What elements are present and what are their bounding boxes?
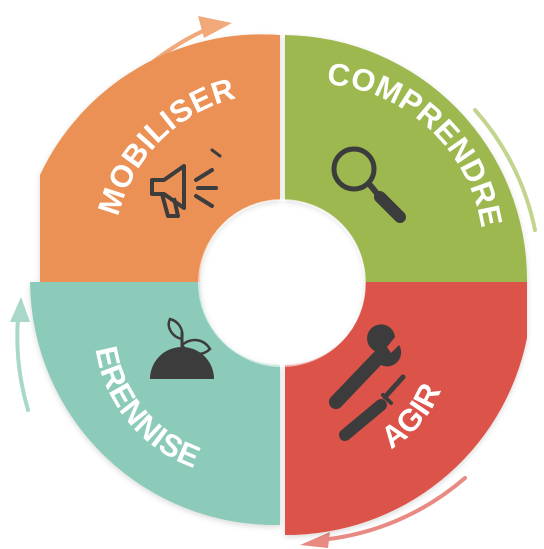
wrench-screwdriver-icon	[328, 324, 406, 441]
cycle-arrow-bottom	[318, 476, 467, 542]
center-ring	[198, 199, 366, 367]
segment-agir	[285, 282, 527, 536]
cycle-arrows	[10, 16, 537, 548]
cycle-arrow-right	[473, 108, 537, 232]
magnifying-glass-icon	[331, 146, 406, 223]
segment-perenniser	[30, 282, 280, 526]
sprout-icon	[150, 317, 214, 379]
arrowhead-top	[198, 16, 232, 38]
arrowhead-left	[10, 297, 30, 322]
center-circle	[206, 207, 358, 359]
megaphone-icon	[150, 148, 222, 218]
arrowhead-bottom	[300, 532, 330, 548]
segment-mobiliser	[40, 34, 280, 283]
segment-comprendre	[285, 35, 528, 282]
cycle-arrow-left	[15, 316, 30, 412]
